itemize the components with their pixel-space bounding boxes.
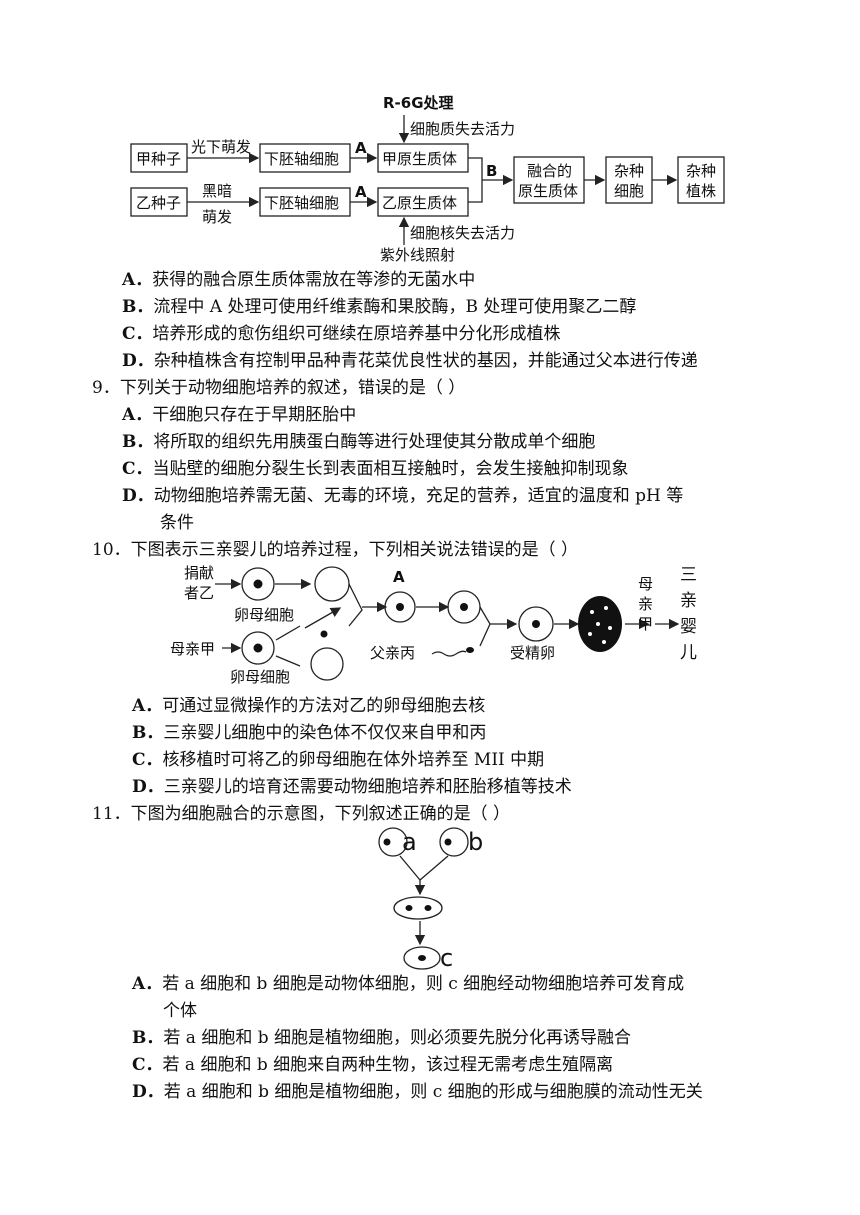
hybrid-cell-line1: 杂种 (614, 162, 644, 180)
baby-vertical-label: 三亲婴儿 (680, 565, 697, 663)
option-label: D． (122, 486, 154, 506)
q10-option-a: A．可通过显微操作的方法对乙的卵母细胞去核 (132, 694, 485, 718)
option-text: 流程中 A 处理可使用纤维素酶和果胶酶，B 处理可使用聚乙二醇 (153, 297, 637, 317)
donor-label-line1: 捐献 (184, 564, 214, 582)
father-label: 父亲丙 (370, 644, 415, 662)
row2-start-box: 乙种子 (136, 194, 181, 212)
mother-vertical-label: 母亲甲 (638, 575, 654, 633)
top-treatment-label: R-6G处理 (383, 94, 454, 112)
row2-arrow-text2: 萌发 (202, 208, 232, 226)
q11-option-a-continuation: 个体 (163, 1001, 197, 1021)
row2-mid-box: 下胚轴细胞 (264, 194, 339, 212)
option-label: C． (132, 1055, 163, 1075)
option-text: 获得的融合原生质体需放在等渗的无菌水中 (152, 270, 476, 290)
q10-option-d: D．三亲婴儿的培育还需要动物细胞培养和胚胎移植等技术 (132, 775, 572, 799)
q10-option-b: B．三亲婴儿细胞中的染色体不仅仅来自甲和丙 (132, 721, 486, 745)
q8-option-c: C．培养形成的愈伤组织可继续在原培养基中分化形成植株 (122, 322, 561, 346)
hybrid-plant-line2: 植株 (686, 182, 716, 200)
fused-box-line2: 原生质体 (518, 182, 578, 200)
q9-option-d: D．动物细胞培养需无菌、无毒的环境，充足的营养，适宜的温度和 pH 等 (122, 484, 683, 508)
option-label: B． (122, 297, 154, 317)
option-label: A． (132, 696, 163, 716)
nuclear-transfer-label-a: A (393, 568, 405, 586)
cell-c-label: c (440, 944, 453, 972)
q9-option-c: C．当贴壁的细胞分裂生长到表面相互接触时，会发生接触抑制现象 (122, 457, 629, 481)
fertilized-egg-label: 受精卵 (510, 644, 555, 662)
row1-start-box: 甲种子 (136, 150, 181, 168)
fused-box-line1: 融合的 (527, 162, 572, 180)
bottom-treatment-label: 紫外线照射 (380, 246, 455, 264)
row2-label-a: A (355, 183, 367, 201)
cell-fusion-diagram: a b c (378, 827, 483, 972)
option-label: C． (122, 459, 153, 479)
option-text: 杂种植株含有控制甲品种青花菜优良性状的基因，并能通过父本进行传递 (153, 351, 698, 371)
option-text: 动物细胞培养需无菌、无毒的环境，充足的营养，适宜的温度和 pH 等 (153, 486, 684, 506)
row1-label-a: A (355, 139, 367, 157)
option-text: 核移植时可将乙的卵母细胞在体外培养至 MII 中期 (162, 750, 545, 770)
option-text: 干细胞只存在于早期胚胎中 (152, 405, 357, 425)
q8-option-b: B．流程中 A 处理可使用纤维素酶和果胶酶，B 处理可使用聚乙二醇 (122, 295, 636, 319)
q10-option-c: C．核移植时可将乙的卵母细胞在体外培养至 MII 中期 (132, 748, 544, 772)
option-text: 若 a 细胞和 b 细胞是植物细胞，则必须要先脱分化再诱导融合 (163, 1028, 632, 1048)
cell-a-label: a (402, 828, 417, 856)
q9-option-d-continuation: 条件 (160, 513, 194, 533)
option-label: B． (132, 723, 164, 743)
donor-label-line2: 者乙 (184, 584, 214, 602)
protoplast-fusion-diagram: R-6G处理 细胞质失去活力 甲种子 光下萌发 下胚轴细胞 A 甲原生质体 B … (130, 94, 725, 264)
row1-mid-box: 下胚轴细胞 (264, 150, 339, 168)
q11-option-b: B．若 a 细胞和 b 细胞是植物细胞，则必须要先脱分化再诱导融合 (132, 1026, 631, 1050)
option-label: A． (122, 405, 153, 425)
q9-stem: 9．下列关于动物细胞培养的叙述，错误的是（ ） (92, 378, 466, 398)
q8-option-a: A．获得的融合原生质体需放在等渗的无菌水中 (122, 268, 475, 292)
oocyte2-label: 卵母细胞 (230, 668, 290, 686)
option-text: 若 a 细胞和 b 细胞来自两种生物，该过程无需考虑生殖隔离 (162, 1055, 614, 1075)
bottom-arrow-text: 细胞核失去活力 (410, 224, 515, 242)
q11-option-d: D．若 a 细胞和 b 细胞是植物细胞，则 c 细胞的形成与细胞膜的流动性无关 (132, 1080, 703, 1104)
option-text: 若 a 细胞和 b 细胞是植物细胞，则 c 细胞的形成与细胞膜的流动性无关 (163, 1082, 703, 1102)
option-label: D． (132, 777, 164, 797)
row1-arrow-text: 光下萌发 (191, 138, 251, 156)
q9-option-b: B．将所取的组织先用胰蛋白酶等进行处理使其分散成单个细胞 (122, 430, 595, 454)
q11-option-a: A．若 a 细胞和 b 细胞是动物体细胞，则 c 细胞经动物细胞培养可发育成 (132, 972, 684, 996)
option-text: 三亲婴儿细胞中的染色体不仅仅来自甲和丙 (163, 723, 487, 743)
option-text: 培养形成的愈伤组织可继续在原培养基中分化形成植株 (152, 324, 561, 344)
cell-b-label: b (468, 828, 483, 856)
q11-option-c: C．若 a 细胞和 b 细胞来自两种生物，该过程无需考虑生殖隔离 (132, 1053, 613, 1077)
option-text: 将所取的组织先用胰蛋白酶等进行处理使其分散成单个细胞 (153, 432, 596, 452)
option-text: 若 a 细胞和 b 细胞是动物体细胞，则 c 细胞经动物细胞培养可发育成 (162, 974, 685, 994)
q11-stem: 11．下图为细胞融合的示意图，下列叙述正确的是（ ） (92, 804, 511, 824)
q8-option-d: D．杂种植株含有控制甲品种青花菜优良性状的基因，并能通过父本进行传递 (122, 349, 698, 373)
option-label: D． (132, 1082, 164, 1102)
oocyte1-label: 卵母细胞 (234, 606, 294, 624)
option-label: D． (122, 351, 154, 371)
option-label: B． (122, 432, 154, 452)
q9-option-a: A．干细胞只存在于早期胚胎中 (122, 403, 356, 427)
label-b: B (486, 162, 497, 180)
option-label: C． (122, 324, 153, 344)
three-parent-baby-diagram: 捐献 者乙 卵母细胞 母亲甲 卵母细胞 A 父亲丙 受精卵 (170, 564, 680, 686)
mother-label: 母亲甲 (170, 640, 215, 658)
option-label: B． (132, 1028, 164, 1048)
option-label: A． (132, 974, 163, 994)
q10-stem: 10．下图表示三亲婴儿的培养过程，下列相关说法错误的是（ ） (92, 540, 579, 560)
option-text: 三亲婴儿的培育还需要动物细胞培养和胚胎移植等技术 (163, 777, 572, 797)
option-label: C． (132, 750, 163, 770)
option-label: A． (122, 270, 153, 290)
row1-proto-box: 甲原生质体 (382, 150, 457, 168)
row2-arrow-text1: 黑暗 (202, 182, 232, 200)
option-text: 当贴壁的细胞分裂生长到表面相互接触时，会发生接触抑制现象 (152, 459, 629, 479)
top-arrow-text: 细胞质失去活力 (410, 120, 515, 138)
hybrid-cell-line2: 细胞 (614, 182, 644, 200)
option-text: 可通过显微操作的方法对乙的卵母细胞去核 (162, 696, 486, 716)
hybrid-plant-line1: 杂种 (686, 162, 716, 180)
row2-proto-box: 乙原生质体 (382, 194, 457, 212)
